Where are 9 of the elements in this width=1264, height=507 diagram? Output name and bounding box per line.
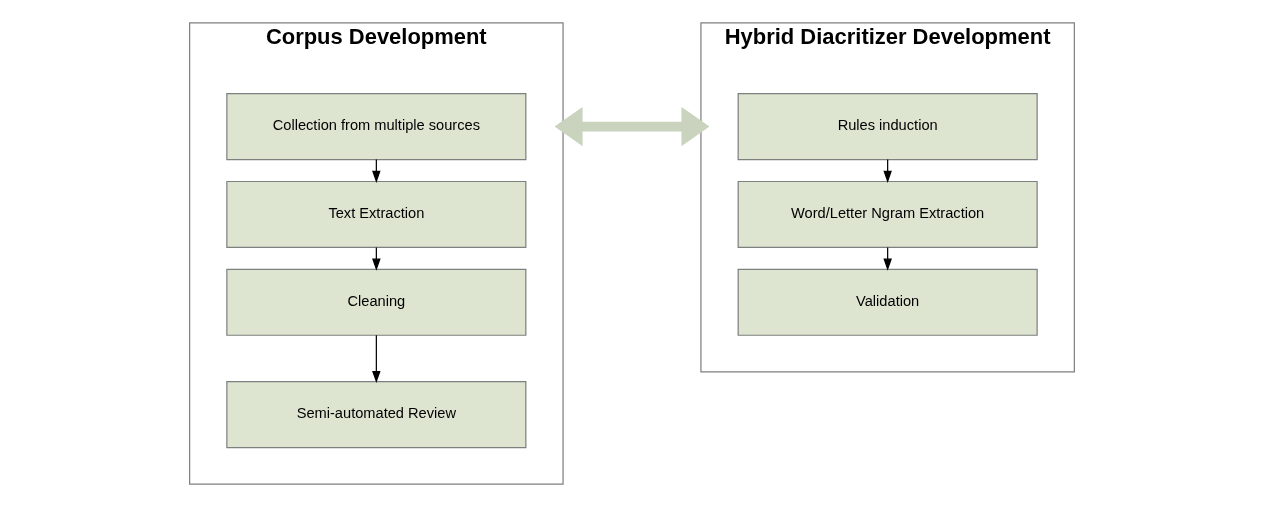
node-box: Collection from multiple sources xyxy=(226,93,527,161)
arrow xyxy=(554,106,710,147)
node-box: Validation xyxy=(737,268,1038,336)
node-box: Rules induction xyxy=(737,93,1038,161)
node-box: Cleaning xyxy=(226,268,527,336)
arrow xyxy=(372,334,381,384)
node-box: Semi-automated Review xyxy=(226,381,527,449)
node-box: Text Extraction xyxy=(226,180,527,248)
node-box: Word/Letter Ngram Extraction xyxy=(737,180,1038,248)
